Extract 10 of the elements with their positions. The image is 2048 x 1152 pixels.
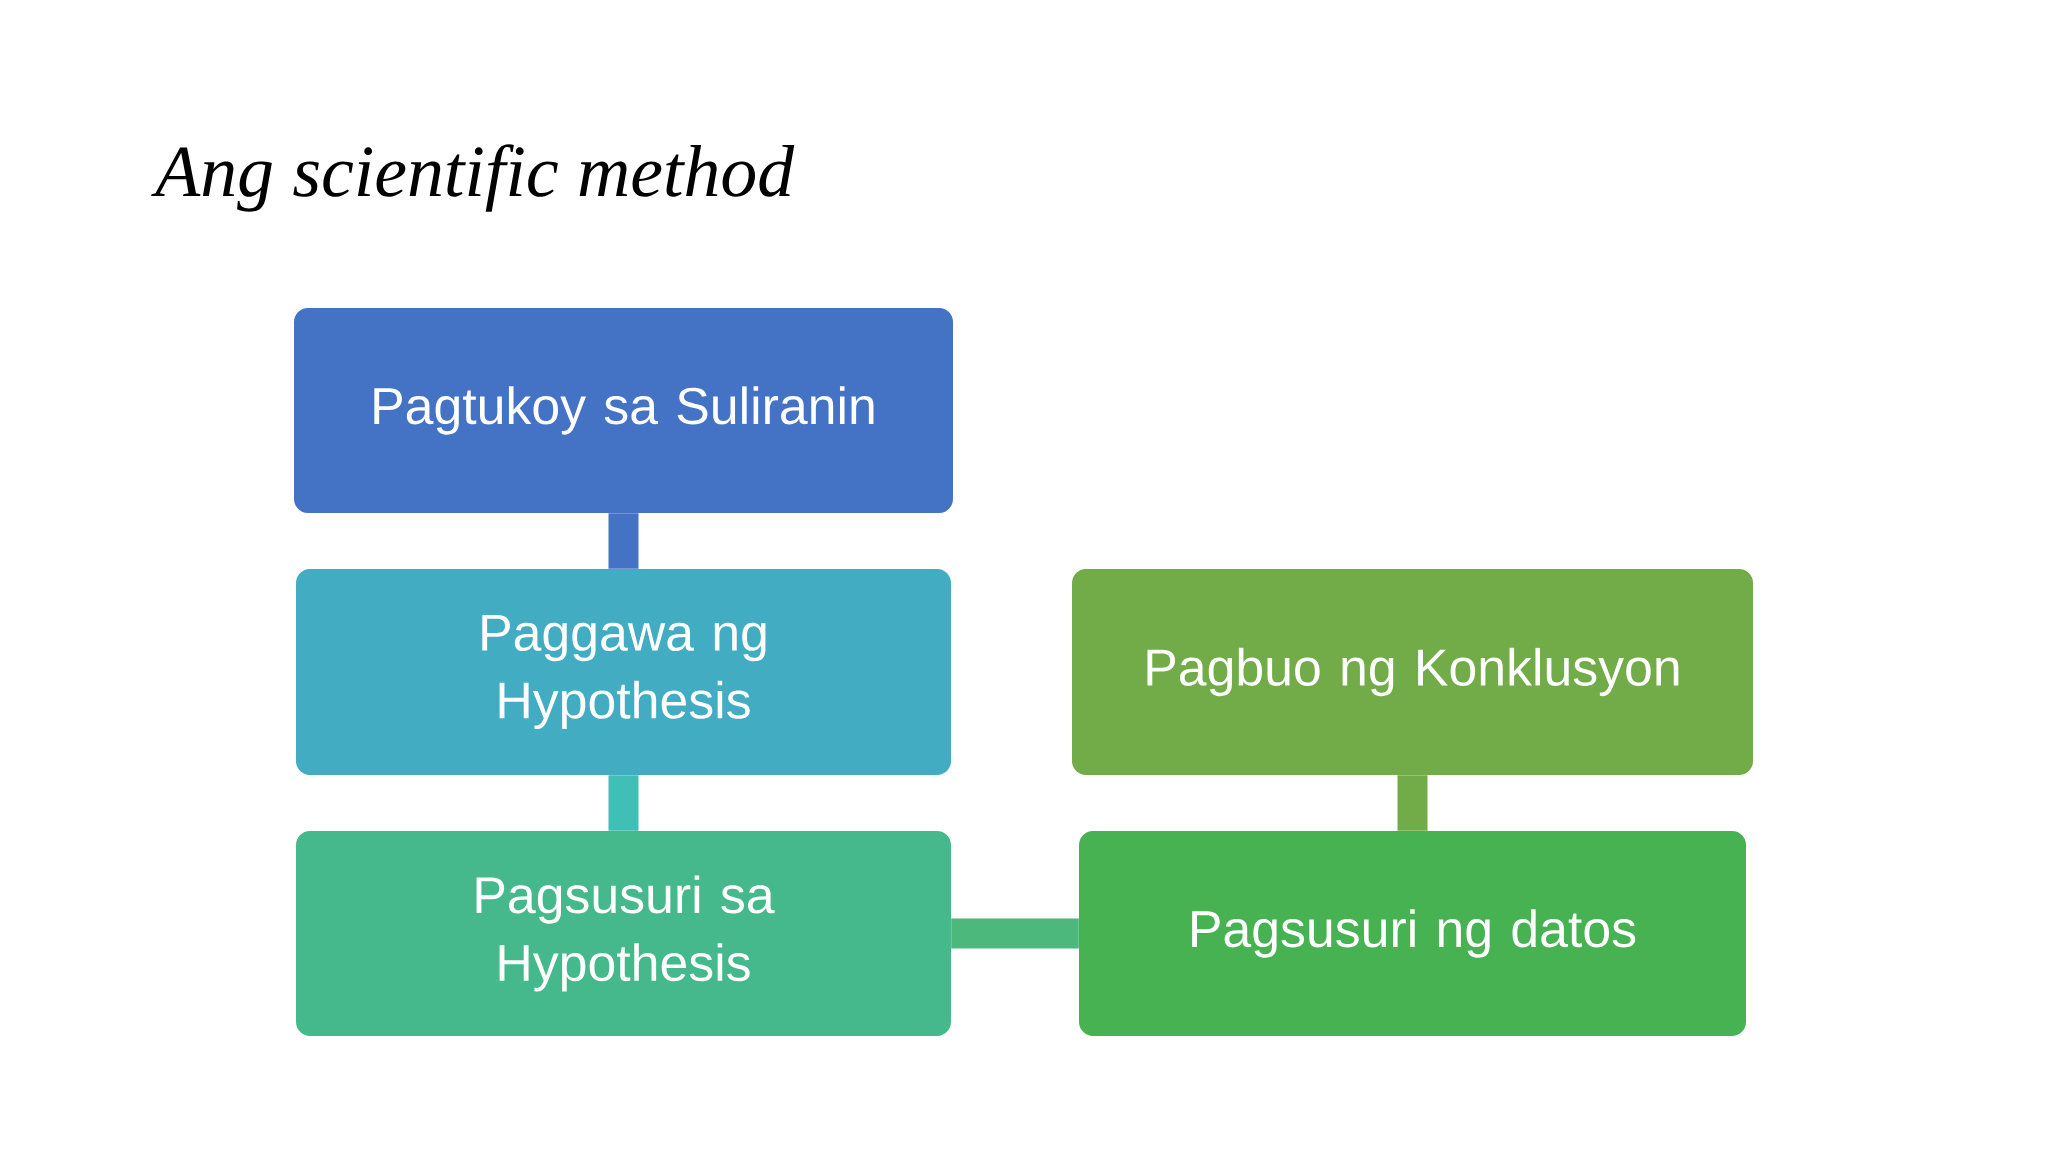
connector <box>1397 775 1428 831</box>
process-box: Pagsusuri ng datos <box>1079 831 1746 1036</box>
connector <box>608 775 639 831</box>
connector <box>608 513 639 569</box>
process-box: Pagsusuri sa Hypothesis <box>296 831 951 1036</box>
connector <box>951 918 1079 949</box>
slide-title: Ang scientific method <box>151 144 795 212</box>
process-box: Paggawa ng Hypothesis <box>296 569 951 775</box>
process-box: Pagtukoy sa Suliranin <box>294 308 953 513</box>
process-box: Pagbuo ng Konklusyon <box>1072 569 1753 775</box>
